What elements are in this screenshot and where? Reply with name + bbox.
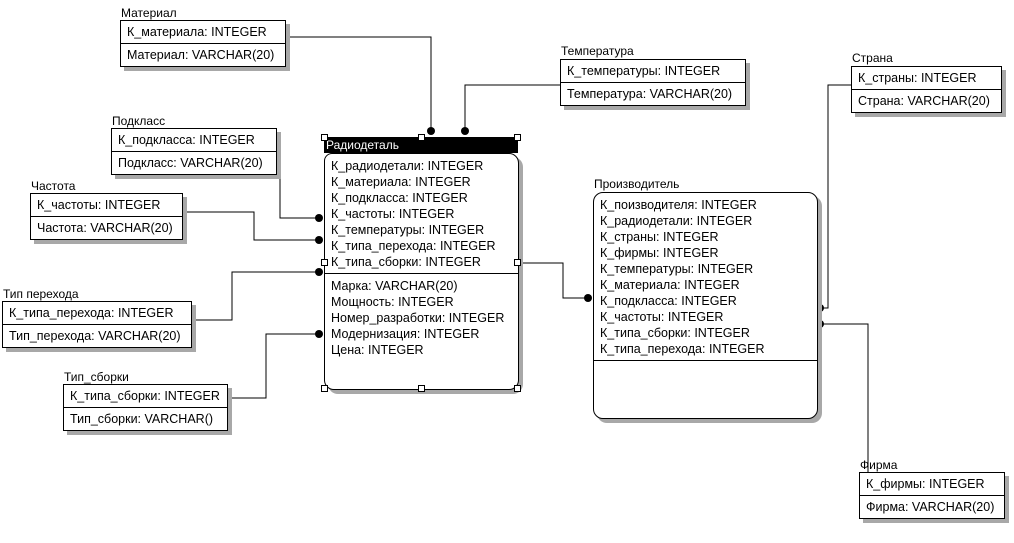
connector-dot <box>816 304 824 312</box>
connector-dot <box>461 127 469 135</box>
entity-key: К_типа_перехода: INTEGER <box>331 239 496 253</box>
connector-dot <box>816 320 824 328</box>
entity-title-assembly-type: Тип_сборки <box>64 370 129 384</box>
entity-radiopart[interactable]: К_радиодетали: INTEGER К_материала: INTEG… <box>324 153 519 390</box>
resize-handle[interactable] <box>321 259 328 266</box>
entity-attribute: Тип_сборки: VARCHAR() <box>64 407 227 430</box>
entity-key: К_радиодетали: INTEGER <box>331 159 484 173</box>
connector-dot <box>427 127 435 135</box>
entity-manufacturer[interactable]: К_поизводителя: INTEGER К_радиодетали: IN… <box>593 192 818 419</box>
resize-handle[interactable] <box>514 134 521 141</box>
rel-radiopart-manufacturer[interactable] <box>517 262 586 299</box>
entity-key: К_материала: INTEGER <box>331 175 471 189</box>
entity-attribute: Подкласс: VARCHAR(20) <box>112 151 276 174</box>
entity-key: К_температуры: INTEGER <box>331 223 485 237</box>
entity-key: К_частоты: INTEGER <box>37 198 161 212</box>
entity-attribute: Марка: VARCHAR(20) <box>331 279 458 293</box>
entity-attribute: Страна: VARCHAR(20) <box>852 89 1001 112</box>
rel-transition-radiopart[interactable] <box>194 271 318 321</box>
entity-attribute: Мощность: INTEGER <box>331 295 454 309</box>
entity-firm[interactable]: К_фирмы: INTEGER Фирма: VARCHAR(20) <box>859 472 1005 519</box>
connector-dot <box>315 214 323 222</box>
entity-key: К_типа_сборки: INTEGER <box>331 255 481 269</box>
entity-key: К_частоты: INTEGER <box>331 207 455 221</box>
rel-firm-manufacturer[interactable] <box>822 323 869 472</box>
entity-key: К_типа_перехода: INTEGER <box>9 306 174 320</box>
primary-key-section: К_радиодетали: INTEGER К_материала: INTEG… <box>325 154 518 274</box>
entity-attribute: Температура: VARCHAR(20) <box>561 82 745 105</box>
entity-frequency[interactable]: К_частоты: INTEGER Частота: VARCHAR(20) <box>30 193 183 240</box>
entity-key: К_подкласса: INTEGER <box>600 294 737 308</box>
entity-key: К_типа_сборки: INTEGER <box>70 389 220 403</box>
connector-dot <box>584 294 592 302</box>
entity-country[interactable]: К_страны: INTEGER Страна: VARCHAR(20) <box>851 66 1002 113</box>
entity-temperature[interactable]: К_температуры: INTEGER Температура: VARC… <box>560 59 746 106</box>
entity-attribute: Номер_разработки: INTEGER <box>331 311 505 325</box>
entity-key: К_подкласса: INTEGER <box>118 133 255 147</box>
entity-attribute: Модернизация: INTEGER <box>331 327 480 341</box>
entity-attribute: Цена: INTEGER <box>331 343 424 357</box>
entity-key: К_частоты: INTEGER <box>600 310 724 324</box>
rel-assembly-radiopart[interactable] <box>230 333 318 399</box>
entity-key: К_фирмы: INTEGER <box>600 246 719 260</box>
resize-handle[interactable] <box>321 385 328 392</box>
entity-key: К_температуры: INTEGER <box>567 64 721 78</box>
entity-key: К_типа_сборки: INTEGER <box>600 326 750 340</box>
connector-dot <box>315 330 323 338</box>
rel-temperature-radiopart[interactable] <box>464 84 560 130</box>
resize-handle[interactable] <box>418 134 425 141</box>
rel-material-radiopart[interactable] <box>285 36 432 130</box>
entity-attribute: Фирма: VARCHAR(20) <box>860 495 1004 518</box>
resize-handle[interactable] <box>514 259 521 266</box>
rel-country-manufacturer[interactable] <box>822 84 851 309</box>
entity-title-subclass: Подкласс <box>112 114 166 128</box>
primary-key-section: К_поизводителя: INTEGER К_радиодетали: IN… <box>594 193 817 361</box>
resize-handle[interactable] <box>321 134 328 141</box>
entity-title-transition-type: Тип перехода <box>3 287 79 301</box>
rel-subclass-radiopart[interactable] <box>279 147 318 219</box>
entity-title-firm: Фирма <box>860 458 898 472</box>
entity-subclass[interactable]: К_подкласса: INTEGER Подкласс: VARCHAR(2… <box>111 128 277 175</box>
entity-transition-type[interactable]: К_типа_перехода: INTEGER Тип_перехода: V… <box>2 301 192 348</box>
entity-key: К_типа_перехода: INTEGER <box>600 342 765 356</box>
entity-title-frequency: Частота <box>31 179 76 193</box>
entity-key: К_страны: INTEGER <box>858 71 977 85</box>
entity-title-manufacturer: Производитель <box>594 177 680 191</box>
entity-key: К_подкласса: INTEGER <box>331 191 468 205</box>
entity-material[interactable]: К_материала: INTEGER Материал: VARCHAR(2… <box>120 20 286 67</box>
entity-key: К_поизводителя: INTEGER <box>600 198 757 212</box>
entity-key: К_фирмы: INTEGER <box>866 477 985 491</box>
entity-title-country: Страна <box>852 51 893 65</box>
attribute-section: Марка: VARCHAR(20) Мощность: INTEGER Номер… <box>325 274 518 362</box>
resize-handle[interactable] <box>418 385 425 392</box>
connector-dot <box>315 268 323 276</box>
entity-assembly-type[interactable]: К_типа_сборки: INTEGER Тип_сборки: VARCH… <box>63 384 228 431</box>
entity-key: К_температуры: INTEGER <box>600 262 754 276</box>
connector-dot <box>315 236 323 244</box>
entity-key: К_радиодетали: INTEGER <box>600 214 753 228</box>
entity-attribute: Тип_перехода: VARCHAR(20) <box>3 324 191 347</box>
entity-attribute: Материал: VARCHAR(20) <box>121 43 285 66</box>
rel-frequency-radiopart[interactable] <box>186 211 318 241</box>
entity-title-material: Материал <box>121 6 177 20</box>
entity-attribute: Частота: VARCHAR(20) <box>31 216 182 239</box>
entity-key: К_страны: INTEGER <box>600 230 719 244</box>
entity-title-temperature: Температура <box>561 44 634 58</box>
attribute-section <box>594 361 817 369</box>
entity-key: К_материала: INTEGER <box>127 25 267 39</box>
resize-handle[interactable] <box>514 385 521 392</box>
entity-key: К_материала: INTEGER <box>600 278 740 292</box>
entity-title-radiopart[interactable]: Радиодеталь <box>324 137 518 153</box>
